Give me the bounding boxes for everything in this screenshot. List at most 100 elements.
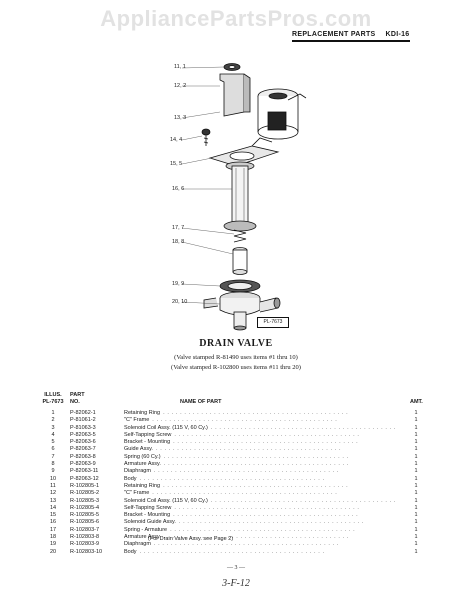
part-number-cell: P-82062-1 (70, 410, 96, 416)
part-name-cell: "C" Frame (124, 490, 150, 497)
amount-cell: 1 (414, 431, 418, 438)
callout-4: 14, 4 (170, 137, 183, 143)
illus-cell: 3 (51, 424, 55, 431)
header-rule (292, 40, 410, 42)
leader-dots: . . . . . . . . . . . . . . . . . . . . … (174, 431, 360, 438)
leader-dots: . . . . . . . . . . . . . . . . . . . . … (152, 490, 338, 497)
callout-10: 20, 10 (172, 299, 188, 305)
illus-cell: 5 (51, 439, 55, 446)
leader-dots: . . . . . . . . . . . . . . . . . . . . … (170, 526, 356, 533)
part-name-cell: Diaphragm (124, 468, 151, 475)
callout-5: 15, 5 (170, 161, 183, 167)
leader-dots: . . . . . . . . . . . . . . . . . . . . … (153, 468, 340, 475)
part-number-cell: P-82063-6 (70, 439, 96, 446)
illus-cell: 16 (49, 519, 57, 526)
parts-table: ILLUS. PL-7673 PART NO. NAME OF PART AMT… (40, 392, 440, 556)
part-name-cell: Self-Tapping Screw (124, 504, 172, 511)
leader-dots: . . . . . . . . . . . . . . . . . . . . … (163, 410, 349, 416)
exploded-diagram (181, 63, 307, 331)
illus-cell: 14 (49, 504, 57, 511)
part-number-cell: P-82063-11 (70, 468, 99, 475)
part-name-cell: Armature Assy. (124, 534, 161, 541)
part-number-cell: R-102805-5 (70, 512, 100, 519)
part-number-cell: P-82063-9 (70, 461, 96, 468)
part-name-cell: Spring - Armature (124, 526, 168, 533)
header-section: REPLACEMENT PARTS (292, 31, 376, 38)
callout-1: 11, 1 (174, 64, 186, 70)
callout-3: 13, 3 (174, 115, 187, 121)
illus-cell: 6 (51, 446, 55, 453)
diaphragm-part (219, 279, 261, 293)
amount-cell: 1 (414, 453, 418, 460)
part-name-cell: Retaining Ring (124, 410, 161, 416)
plate-number: PL-7673 (257, 317, 289, 328)
illus-cell: 19 (49, 541, 57, 548)
leader-dots: . . . . . . . . . . . . . . . . . . . . … (173, 512, 359, 519)
part-number-cell: P-82063-12 (70, 475, 99, 482)
amount-cell: 1 (414, 439, 418, 446)
part-name-cell: Armature Assy. (124, 461, 161, 468)
part-name-cell: Solenoid Coil Assy. (115 V, 60 Cy.) (124, 497, 208, 504)
amount-cell: 1 (414, 417, 418, 424)
subtitle-2: (Valve stamped R-102800 uses items #11 t… (171, 364, 301, 371)
page-number: — 3 — (227, 565, 245, 571)
body-part (203, 291, 281, 331)
leader-dots: . . . . . . . . . . . . . . . . . . . . … (163, 482, 349, 489)
part-number-cell: R-102805-6 (70, 519, 100, 526)
amount-cell: 1 (414, 548, 418, 555)
callout-9: 19, 9 (172, 281, 185, 287)
part-name-cell: Solenoid Guide Assy. (124, 519, 176, 526)
part-number-cell: R-102805-2 (70, 490, 100, 497)
part-number-cell: P-82063-8 (70, 453, 96, 460)
part-name-cell: "C" Frame (124, 417, 150, 424)
col-name-header: NAME OF PART (180, 399, 222, 405)
amount-cell: 1 (414, 541, 418, 548)
page-title: DRAIN VALVE (199, 338, 273, 349)
illus-cell: 17 (49, 526, 57, 533)
col-illus-header: ILLUS. PL-7673 (42, 392, 64, 405)
part-number-cell: R-102805-1 (70, 482, 100, 489)
illus-cell: 12 (49, 490, 57, 497)
guide-part (223, 161, 257, 232)
callout-2: 12, 2 (174, 83, 187, 89)
amount-cell: 1 (414, 490, 418, 497)
part-name-cell: Retaining Ring (124, 482, 161, 489)
part-name-cell: Spring (60 Cy.) (124, 453, 161, 460)
callout-8: 18, 8 (172, 239, 185, 245)
footnote: (For Drain Valve Assy. see Page 2) (148, 536, 234, 542)
amount-cell: 1 (414, 446, 418, 453)
part-number-cell: R-102803-10 (70, 548, 103, 555)
illus-cell: 1 (51, 410, 55, 416)
leader-dots: . . . . . . . . . . . . . . . . . . . . … (152, 417, 338, 424)
illus-cell: 8 (51, 461, 55, 468)
callout-7: 17, 7 (172, 225, 185, 231)
amount-cell: 1 (414, 410, 418, 416)
amount-cell: 1 (414, 475, 418, 482)
callout-6: 16, 6 (172, 186, 185, 192)
table-row: 1 P-82062-1 Retaining Ring 1 . . . . . . . .… (40, 410, 440, 417)
part-number-cell: P-81063-3 (70, 424, 96, 431)
part-name-cell: Bracket - Mounting (124, 439, 171, 446)
part-number-cell: P-81061-2 (70, 417, 96, 424)
leader-dots: . . . . . . . . . . . . . . . . . . . . … (153, 541, 340, 548)
header-model: KDI-16 (385, 31, 410, 38)
illus-cell: 15 (49, 512, 57, 519)
col-part-header: PART NO. (70, 392, 85, 405)
part-name-cell: Diaphragm (124, 541, 151, 548)
leader-dots: . . . . . . . . . . . . . . . . . . . . … (163, 461, 350, 468)
watermark: AppliancePartsPros.com (100, 6, 372, 31)
amount-cell: 1 (414, 497, 418, 504)
